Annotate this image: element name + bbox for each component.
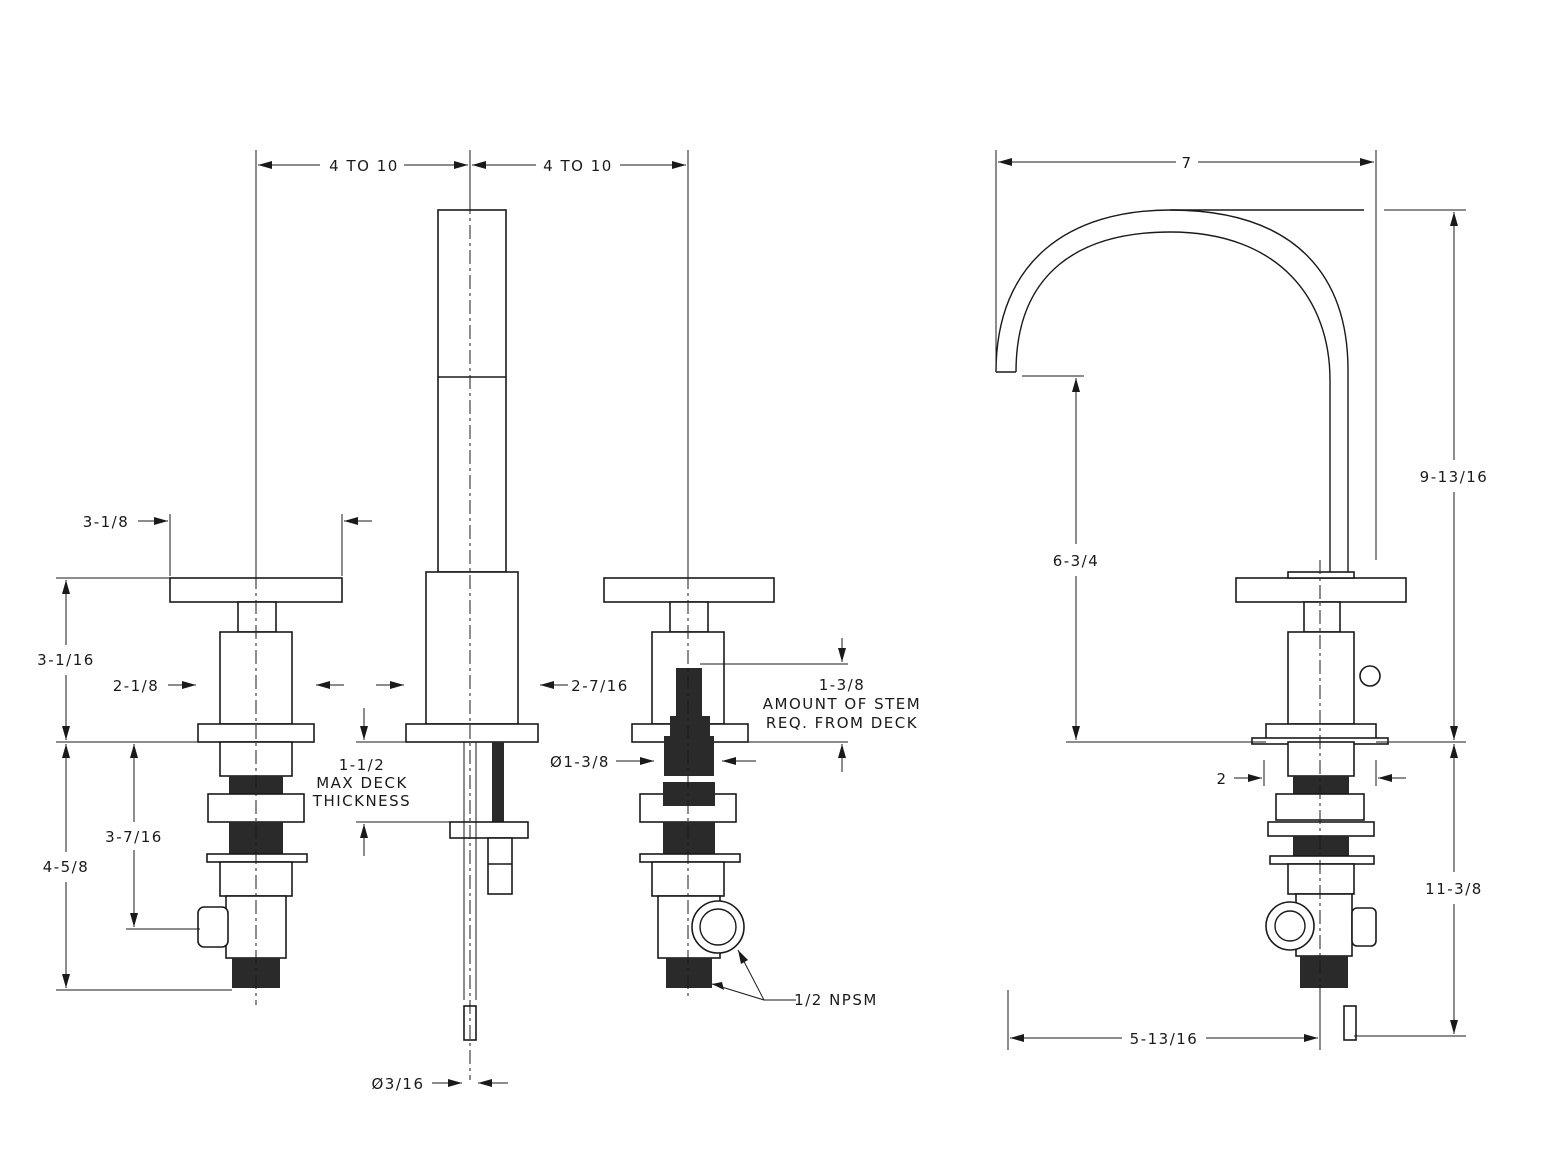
dim-inlet-thread: 1/2 NPSM	[794, 991, 878, 1009]
side-view-faucet	[995, 209, 1407, 1041]
dim-max-deck-line2: THICKNESS	[312, 792, 411, 810]
dim-hole-diameter: Ø1-3/8	[550, 753, 610, 771]
dim-below-deck-height: 4-5/8	[43, 858, 90, 876]
dim-left-spacing: 4 TO 10	[329, 157, 399, 175]
dim-side-below-deck: 11-3/8	[1425, 880, 1483, 898]
dim-spout-base-width: 2-7/16	[571, 677, 629, 695]
dim-valve-body-width: 2-1/8	[113, 677, 160, 695]
dim-side-valve-width: 2	[1216, 770, 1227, 788]
dim-side-base-offset: 5-13/16	[1130, 1030, 1199, 1048]
extension-lines	[56, 150, 1466, 1050]
dim-spout-reach: 7	[1181, 154, 1192, 172]
dimension-labels: 4 TO 10 4 TO 10 3-1/8 3-1/16 2-1/8 2-7/1…	[37, 154, 1489, 1093]
dim-stem-line2: REQ. FROM DECK	[766, 714, 918, 732]
dim-handle-width: 3-1/8	[83, 513, 130, 531]
dim-max-deck-value: 1-1/2	[339, 756, 386, 774]
dim-spout-height: 9-13/16	[1420, 468, 1489, 486]
dim-stem-line1: AMOUNT OF STEM	[763, 695, 921, 713]
left-valve-assembly	[169, 150, 343, 1005]
right-valve-assembly	[603, 150, 775, 1000]
dim-stem-value: 1-3/8	[819, 676, 866, 694]
dimension-lines	[62, 158, 1458, 1087]
dim-right-spacing: 4 TO 10	[543, 157, 613, 175]
dim-rod-diameter: Ø3/16	[372, 1075, 425, 1093]
dim-spout-clearance: 6-3/4	[1053, 552, 1100, 570]
dim-shank-to-inlet: 3-7/16	[105, 828, 163, 846]
dim-max-deck-line1: MAX DECK	[316, 774, 408, 792]
dim-handle-height: 3-1/16	[37, 651, 95, 669]
spout-front-view	[405, 150, 539, 1080]
